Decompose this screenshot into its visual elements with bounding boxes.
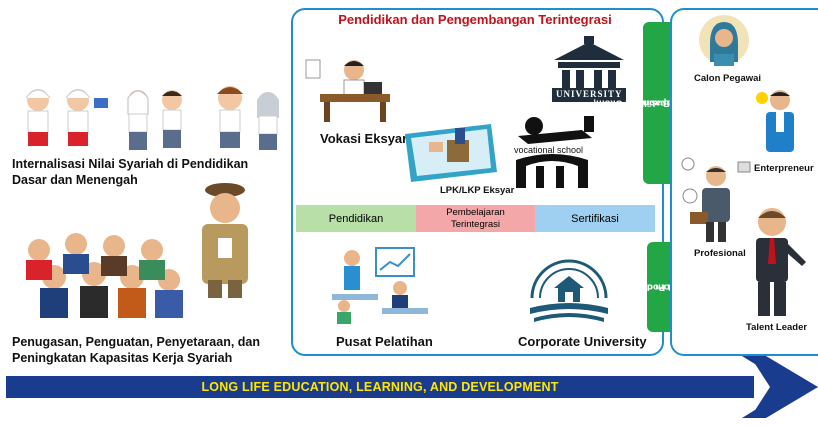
vokasi-label: Vokasi Eksyar — [320, 131, 408, 146]
calon-pegawai-label: Calon Pegawai — [694, 73, 762, 84]
vokasi-illustration — [305, 59, 390, 122]
profesional-label: Profesional — [694, 248, 746, 259]
vocational-school-label: vocational school — [514, 145, 584, 155]
students-illustration — [25, 86, 279, 150]
center-title: Pendidikan dan Pengembangan Terintegrasi — [338, 12, 612, 27]
vocational-school-logo — [516, 116, 594, 188]
right-frame — [670, 8, 818, 356]
caption-internalisasi: Internalisasi Nilai Syariah di Pendidika… — [12, 157, 249, 187]
band-sertifikasi: Sertifikasi — [535, 205, 655, 232]
band-pembelajaran: Pembelajaran Terintegrasi — [416, 205, 535, 232]
officer-illustration — [202, 183, 248, 298]
university-illustration — [552, 36, 626, 102]
corporate-university-label: Corporate University — [518, 334, 647, 349]
talent-leader-label: Talent Leader — [746, 322, 808, 333]
workers-illustration — [26, 233, 183, 318]
pusat-pelatihan-label: Pusat Pelatihan — [336, 334, 433, 349]
calon-pegawai-illustration — [699, 15, 749, 66]
long-life-arrow — [6, 356, 818, 418]
university-sign: UNIVERSITY — [556, 89, 623, 99]
long-life-text: LONG LIFE EDUCATION, LEARNING, AND DEVEL… — [201, 380, 559, 394]
pusat-pelatihan-illustration — [332, 247, 428, 324]
band-pendidikan: Pendidikan — [296, 205, 416, 232]
lpk-illustration — [405, 124, 497, 182]
caption-penugasan: Penugasan, Penguatan, Penyetaraan, dan P… — [12, 335, 260, 365]
talent-leader-illustration — [756, 208, 806, 316]
left-section: Internalisasi Nilai Syariah di Pendidika… — [0, 0, 290, 370]
entrepreneur-label: Enterpreneur — [754, 163, 814, 174]
lpk-label: LPK/LKP Eksyar — [440, 185, 515, 196]
entrepreneur-illustration — [756, 90, 794, 152]
corporate-university-logo — [530, 259, 608, 322]
profesional-illustration — [681, 157, 751, 242]
